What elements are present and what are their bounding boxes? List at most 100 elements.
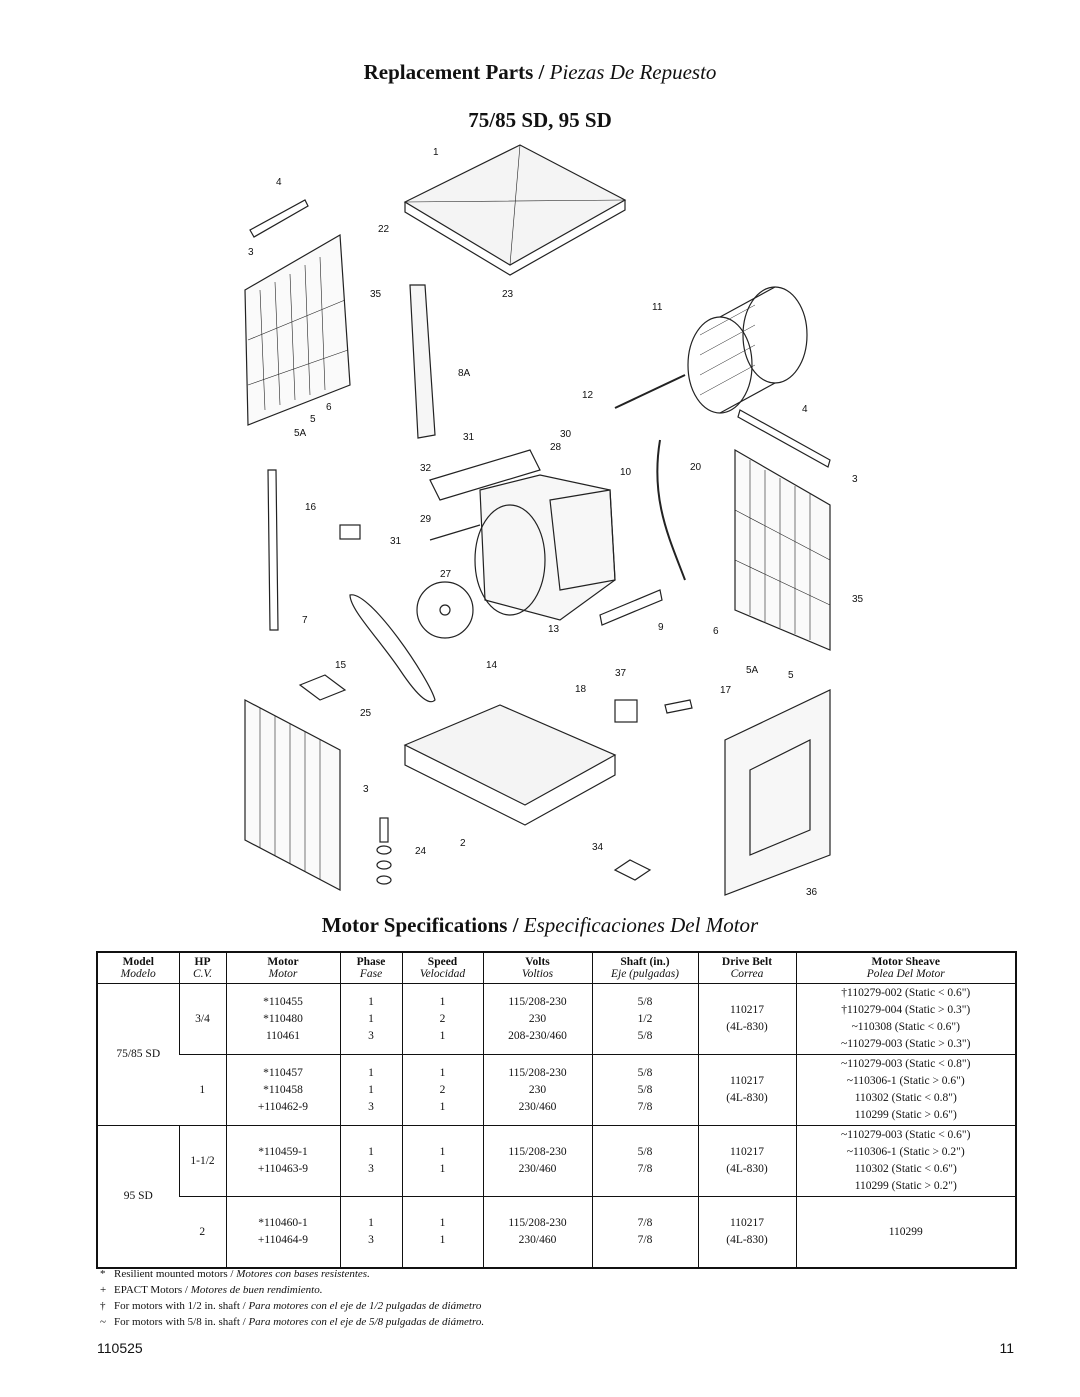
callout-1: 1 [433,147,439,158]
blower-housing-part [474,474,616,621]
models-subtitle: 75/85 SD, 95 SD [468,108,612,132]
callout-16: 16 [305,502,317,513]
footnote-line: *Resilient mounted motors / Motores con … [100,1268,370,1280]
callout-24: 24 [415,846,427,857]
callout-8a: 8A [458,368,471,379]
callout-25: 25 [360,708,372,719]
sheave-cell: 110299 [795,1196,1016,1268]
hp-cell: 3/4 [178,983,226,1055]
callout-10: 10 [620,467,632,478]
callout-4b: 4 [802,404,808,415]
callout-22: 22 [378,224,390,235]
col-shaft: Shaft (in.) [591,952,698,968]
callout-12: 12 [582,390,594,401]
callout-15: 15 [335,660,347,671]
callout-36: 36 [806,887,818,898]
top-panel-part [403,144,627,276]
motor-cell: *110460-1+110464-9 [225,1196,340,1268]
callout-37: 37 [615,668,627,679]
water-tube-part [656,439,686,581]
callout-6b: 6 [713,626,719,637]
replacement-parts-title: Replacement Parts / Piezas De Repuesto [363,60,717,84]
motor-cell: *110457*110458+110462-9 [225,1054,340,1126]
callout-5a-label-b: 5A [746,665,759,676]
belt-cell: 110217(4L-830) [697,1125,796,1197]
callout-7: 7 [302,615,308,626]
callout-5a: 5 [310,414,316,425]
callout-31a: 31 [463,432,475,443]
header-row-en: Model HP Motor Phase Speed Volts Shaft (… [97,952,1016,968]
front-grille-part [244,699,341,891]
hp-cell: 1-1/2 [178,1125,226,1197]
callout-34: 34 [592,842,604,853]
model-cell: 95 SD [97,1125,179,1268]
callout-17: 17 [720,685,732,696]
callout-5a-label-a: 5A [294,428,307,439]
left-side-panel-part [244,233,351,426]
callout-35a: 35 [370,289,382,300]
footnote-line: ~For motors with 5/8 in. shaft / Para mo… [100,1316,485,1328]
belt-cell: 110217(4L-830) [697,1196,796,1268]
callout-4a: 4 [276,177,282,188]
callout-35b: 35 [852,594,864,605]
drive-belt-part [349,594,436,703]
sheave-cell: ~110279-003 (Static < 0.8")~110306-1 (St… [795,1054,1016,1126]
sheave-cell: †110279-002 (Static < 0.6")†110279-004 (… [795,983,1016,1055]
callout-6a: 6 [326,402,332,413]
callout-3a: 3 [248,247,254,258]
col-sheave: Motor Sheave [795,952,1016,968]
col-model: Model [122,956,154,968]
callout-13: 13 [548,624,560,635]
col-volts: Volts [482,952,592,968]
callout-3c: 3 [363,784,369,795]
exploded-parts-diagram: 1 4 22 3 35 23 11 8A 12 6 5 5A 4 31 30 2… [230,140,880,910]
sheave-cell: ~110279-003 (Static < 0.6")~110306-1 (St… [795,1125,1016,1197]
water-distributor-part [409,284,436,439]
callout-5b: 5 [788,670,794,681]
callout-3b: 3 [852,474,858,485]
col-motor: Motor [225,952,340,968]
blower-wheel-part [687,286,808,414]
col-phase: Phase [339,952,402,968]
callout-14: 14 [486,660,498,671]
footnote-line: †For motors with 1/2 in. shaft / Para mo… [100,1300,482,1312]
motor-cell: *110459-1+110463-9 [225,1125,340,1197]
header-row-es: Modelo C.V. Motor Fase Velocidad Voltios… [97,968,1016,984]
callout-23: 23 [502,289,514,300]
callout-32: 32 [420,463,432,474]
document-number: 110525 [97,1340,143,1356]
back-panel-part [724,689,831,896]
col-speed: Speed [401,952,483,968]
callout-31b: 31 [390,536,402,547]
callout-11: 11 [652,302,663,313]
hp-cell: 2 [199,1225,206,1238]
belt-cell: 110217(4L-830) [697,983,796,1055]
callout-18: 18 [575,684,587,695]
pulley-part [416,581,474,639]
base-pan-part [403,704,617,826]
callout-27: 27 [440,569,452,580]
motor-specifications-table: Model HP Motor Phase Speed Volts Shaft (… [96,951,1017,1269]
callout-9: 9 [658,622,664,633]
callout-28: 28 [550,442,562,453]
rail-part-upper [249,199,309,238]
callout-30: 30 [560,429,572,440]
page-number: 11 [999,1340,1014,1356]
footnote-line: +EPACT Motors / Motores de buen rendimie… [100,1284,323,1296]
